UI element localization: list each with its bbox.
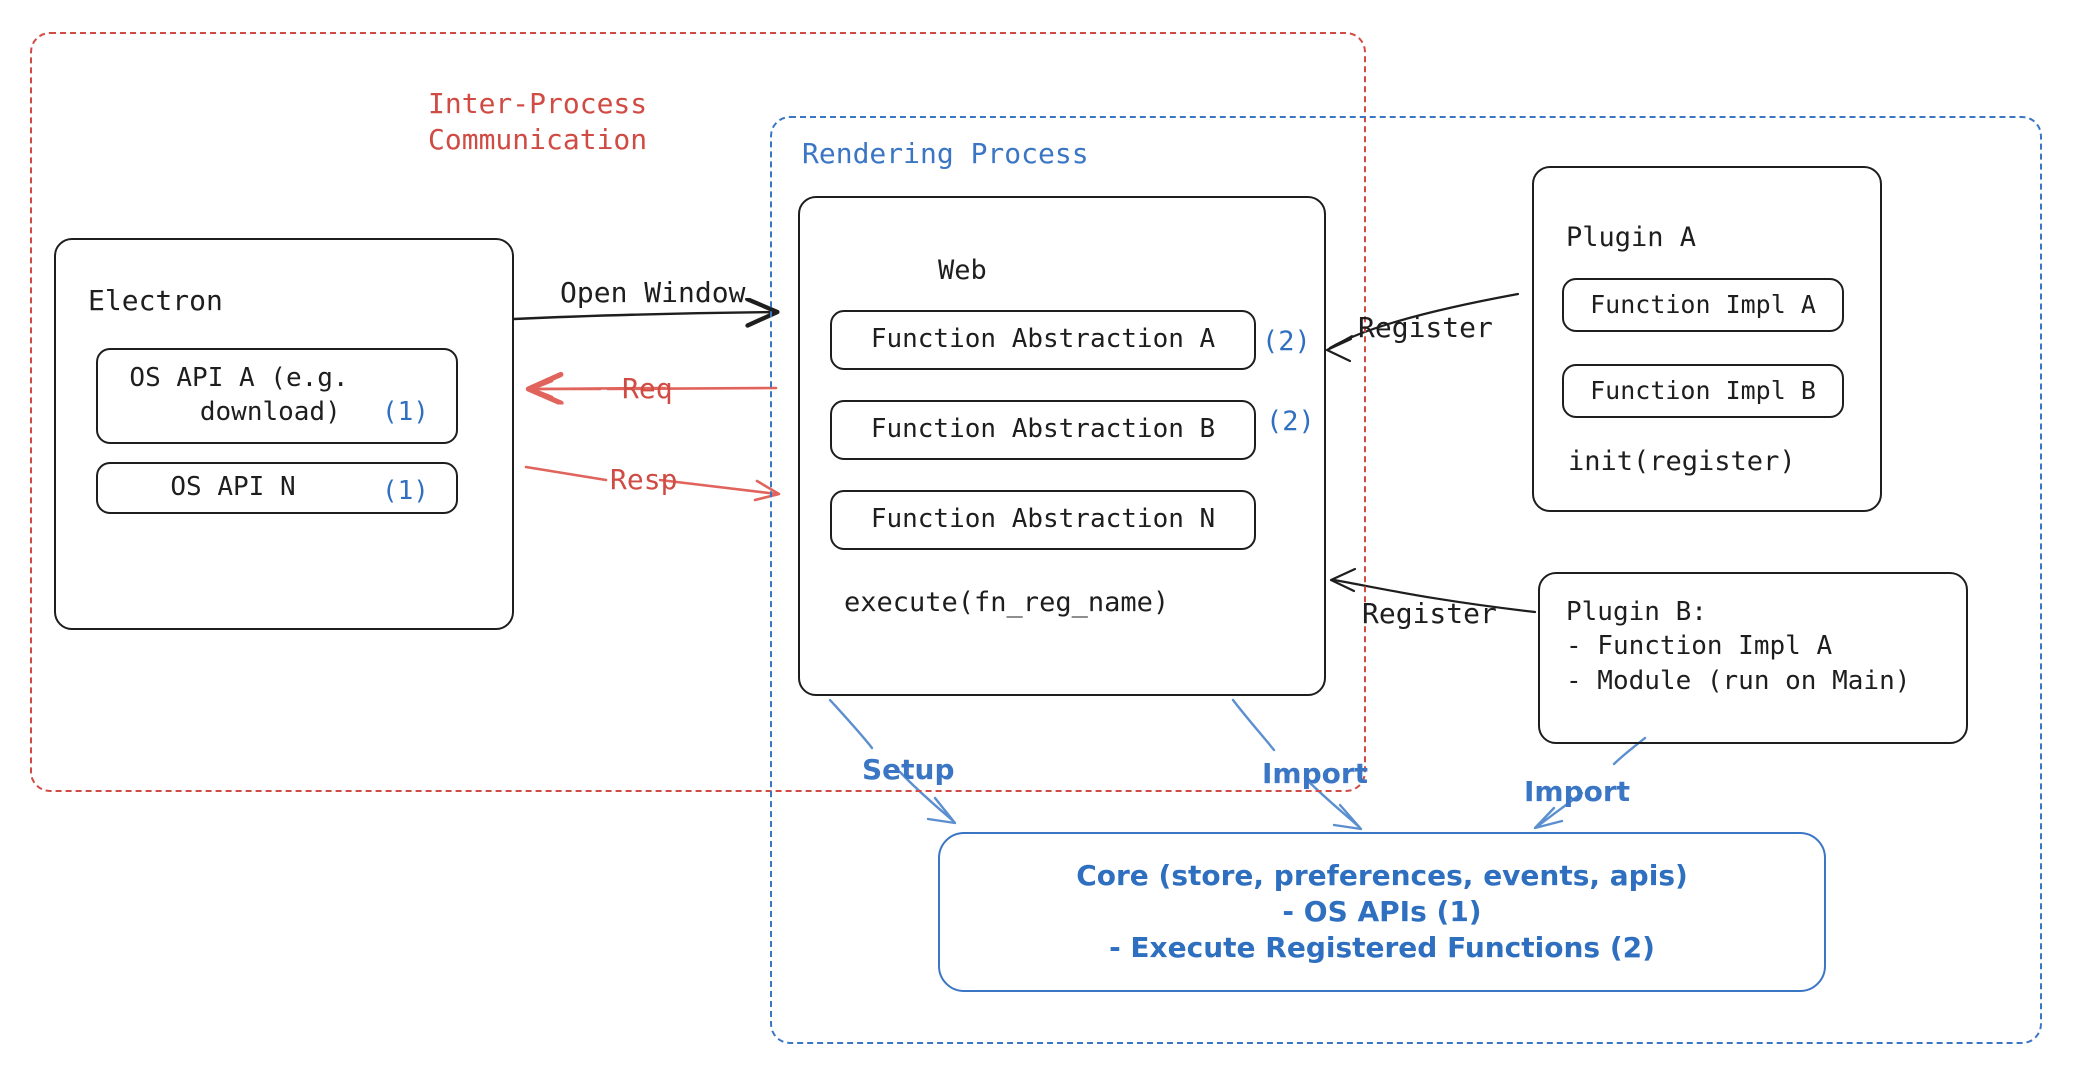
edge-req bbox=[531, 381, 778, 397]
edge-label-open-window: Open Window bbox=[560, 276, 746, 309]
edge-label-import-web: Import bbox=[1262, 757, 1369, 790]
edge-label-register-a: Register bbox=[1358, 311, 1493, 344]
edge-label-req: Req bbox=[622, 372, 673, 405]
function-abstraction-a-marker: (2) bbox=[1262, 326, 1311, 357]
os-api-a-marker: (1) bbox=[382, 397, 429, 427]
function-abstraction-a-label: Function Abstraction A bbox=[870, 324, 1216, 355]
region-rendering-process-label: Rendering Process bbox=[802, 137, 1089, 170]
function-abstraction-b-label: Function Abstraction B bbox=[870, 414, 1216, 445]
plugin-b-lines: Plugin B: - Function Impl A - Module (ru… bbox=[1566, 597, 1911, 696]
edge-register-a bbox=[1325, 292, 1520, 363]
function-abstraction-a-box[interactable] bbox=[830, 310, 1256, 370]
edge-label-register-b: Register bbox=[1362, 597, 1497, 630]
electron-container[interactable] bbox=[54, 238, 514, 630]
region-ipc-label: Inter-Process Communication bbox=[428, 87, 648, 157]
function-abstraction-n-label: Function Abstraction N bbox=[870, 504, 1216, 535]
region-inter-process-communication bbox=[30, 32, 1366, 792]
region-rendering-process bbox=[770, 116, 2042, 1044]
edge-import-plugin bbox=[1533, 736, 1647, 830]
edge-label-setup: Setup bbox=[862, 753, 955, 786]
web-container[interactable] bbox=[798, 196, 1326, 696]
plugin-a-container[interactable] bbox=[1532, 166, 1882, 512]
core-container[interactable] bbox=[938, 832, 1826, 992]
plugin-b-container[interactable] bbox=[1538, 572, 1968, 744]
web-title: Web bbox=[938, 255, 987, 286]
os-api-n-marker: (1) bbox=[382, 476, 429, 506]
core-line-2: - OS APIs (1) bbox=[1282, 895, 1482, 928]
edge-resp bbox=[524, 465, 781, 502]
electron-title: Electron bbox=[88, 284, 223, 317]
function-impl-b-box[interactable] bbox=[1562, 364, 1844, 418]
function-abstraction-n-box[interactable] bbox=[830, 490, 1256, 550]
plugin-a-init-label: init(register) bbox=[1568, 446, 1796, 477]
core-line-3: - Execute Registered Functions (2) bbox=[1109, 931, 1655, 964]
plugin-a-title: Plugin A bbox=[1566, 222, 1697, 253]
web-execute-label: execute(fn_reg_name) bbox=[844, 587, 1170, 618]
function-impl-b-label: Function Impl B bbox=[1590, 375, 1816, 405]
edge-import-web bbox=[1231, 698, 1363, 831]
os-api-a-label: OS API A (e.g. download) bbox=[129, 363, 349, 427]
function-abstraction-b-box[interactable] bbox=[830, 400, 1256, 460]
function-impl-a-box[interactable] bbox=[1562, 278, 1844, 332]
core-line-1: Core (store, preferences, events, apis) bbox=[1076, 859, 1688, 892]
edge-open-window bbox=[512, 312, 775, 319]
function-abstraction-b-marker: (2) bbox=[1266, 406, 1315, 437]
edge-setup bbox=[828, 698, 957, 825]
edge-register-b bbox=[1329, 567, 1537, 614]
os-api-a-box[interactable] bbox=[96, 348, 458, 444]
os-api-n-box[interactable] bbox=[96, 462, 458, 514]
edge-label-resp: Resp bbox=[610, 463, 678, 496]
function-impl-a-label: Function Impl A bbox=[1590, 289, 1816, 319]
edge-label-import-plugin: Import bbox=[1524, 775, 1631, 808]
os-api-n-label: OS API N bbox=[170, 472, 296, 503]
